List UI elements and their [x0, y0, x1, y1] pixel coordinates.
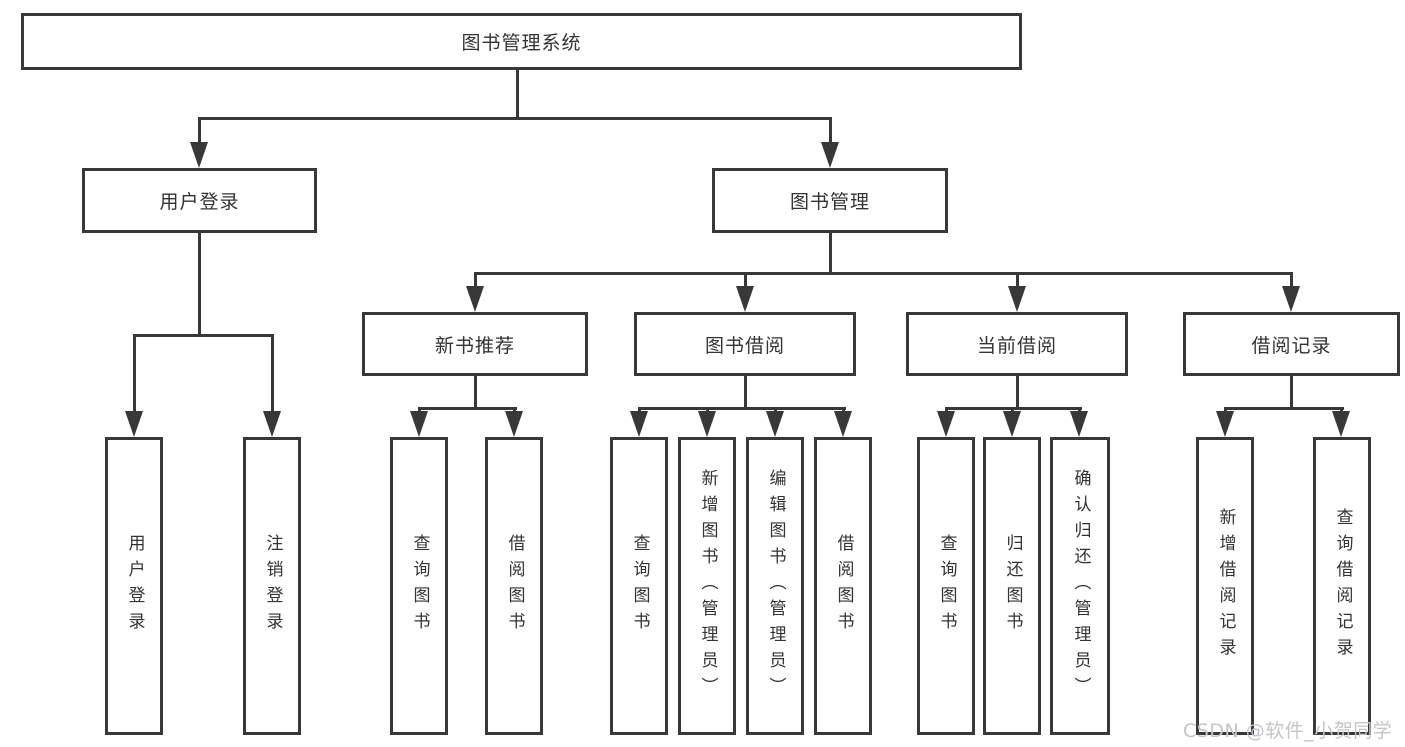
connector-line [198, 118, 201, 144]
arrow-down-icon [190, 142, 208, 168]
connector-line [474, 374, 477, 410]
connector-line [1290, 374, 1293, 410]
node-label: 用户登录 [124, 534, 145, 638]
connector-line [474, 272, 1293, 275]
node-user-login: 用户登录 [82, 168, 317, 233]
node-label: 借阅图书 [833, 534, 854, 638]
node-label: 查询图书 [629, 534, 650, 638]
arrow-down-icon [698, 411, 716, 437]
leaf-logout: 注销登录 [243, 437, 301, 735]
leaf-confirm-return-admin: 确认归还（管理员） [1050, 437, 1110, 735]
arrow-down-icon [263, 411, 281, 437]
leaf-query-books-current: 查询图书 [917, 437, 975, 735]
node-label: 借阅记录 [1251, 334, 1332, 357]
arrow-down-icon [766, 411, 784, 437]
arrow-down-icon [736, 286, 754, 312]
node-label: 新书推荐 [434, 334, 515, 357]
node-borrowing-records: 借阅记录 [1183, 312, 1400, 376]
node-label: 用户登录 [159, 191, 240, 213]
arrow-down-icon [1003, 411, 1021, 437]
arrow-down-icon [821, 142, 839, 168]
leaf-add-books-admin: 新增图书（管理员） [678, 437, 736, 735]
arrow-down-icon [125, 411, 143, 437]
connector-line [133, 334, 274, 337]
connector-line [418, 407, 517, 410]
arrow-down-icon [834, 411, 852, 437]
connector-line [133, 335, 136, 413]
arrow-down-icon [466, 286, 484, 312]
arrow-down-icon [410, 411, 428, 437]
connector-line [829, 118, 832, 144]
connector-line [744, 374, 747, 410]
connector-line [638, 407, 846, 410]
node-book-borrowing: 图书借阅 [634, 312, 856, 376]
node-label: 确认归还（管理员） [1070, 469, 1091, 703]
node-current-borrowing: 当前借阅 [906, 312, 1128, 376]
arrow-down-icon [1070, 411, 1088, 437]
connector-line [1016, 374, 1019, 410]
arrow-down-icon [630, 411, 648, 437]
node-label: 查询图书 [409, 534, 430, 638]
connector-line [198, 117, 832, 120]
leaf-edit-books-admin: 编辑图书（管理员） [746, 437, 804, 735]
arrow-down-icon [1332, 411, 1350, 437]
node-label: 图书借阅 [704, 334, 785, 357]
node-label: 新增图书（管理员） [697, 469, 718, 703]
csdn-watermark: CSDN @软件_小贺同学 [1183, 720, 1393, 742]
connector-line [744, 273, 747, 288]
node-library-management-system: 图书管理系统 [21, 13, 1022, 70]
node-label: 当前借阅 [976, 334, 1057, 357]
leaf-user-login: 用户登录 [105, 437, 163, 735]
connector-line [516, 68, 519, 120]
node-label: 查询借阅记录 [1332, 508, 1353, 664]
connector-line [271, 335, 274, 413]
leaf-query-borrow-record: 查询借阅记录 [1313, 437, 1371, 735]
node-label: 编辑图书（管理员） [765, 469, 786, 703]
node-book-management: 图书管理 [712, 168, 948, 233]
leaf-query-books-borrow: 查询图书 [610, 437, 668, 735]
connector-line [198, 231, 201, 337]
connector-line [1290, 273, 1293, 288]
connector-line [474, 273, 477, 288]
leaf-query-books-newbook: 查询图书 [390, 437, 448, 735]
node-label: 新增借阅记录 [1215, 508, 1236, 664]
arrow-down-icon [1216, 411, 1234, 437]
arrow-down-icon [1008, 286, 1026, 312]
connector-line [1016, 273, 1019, 288]
arrow-down-icon [505, 411, 523, 437]
leaf-add-borrow-record: 新增借阅记录 [1196, 437, 1254, 735]
node-label: 注销登录 [262, 534, 283, 638]
leaf-borrow-books: 借阅图书 [814, 437, 872, 735]
node-new-book-recommendation: 新书推荐 [362, 312, 588, 376]
connector-line [829, 231, 832, 275]
leaf-return-books: 归还图书 [983, 437, 1041, 735]
node-label: 图书管理 [789, 191, 870, 213]
node-label: 图书管理系统 [461, 32, 582, 54]
arrow-down-icon [937, 411, 955, 437]
arrow-down-icon [1282, 286, 1300, 312]
node-label: 归还图书 [1002, 534, 1023, 638]
node-label: 查询图书 [936, 534, 957, 638]
node-label: 借阅图书 [504, 534, 525, 638]
connector-line [1224, 407, 1344, 410]
leaf-borrow-books-newbook: 借阅图书 [485, 437, 543, 735]
